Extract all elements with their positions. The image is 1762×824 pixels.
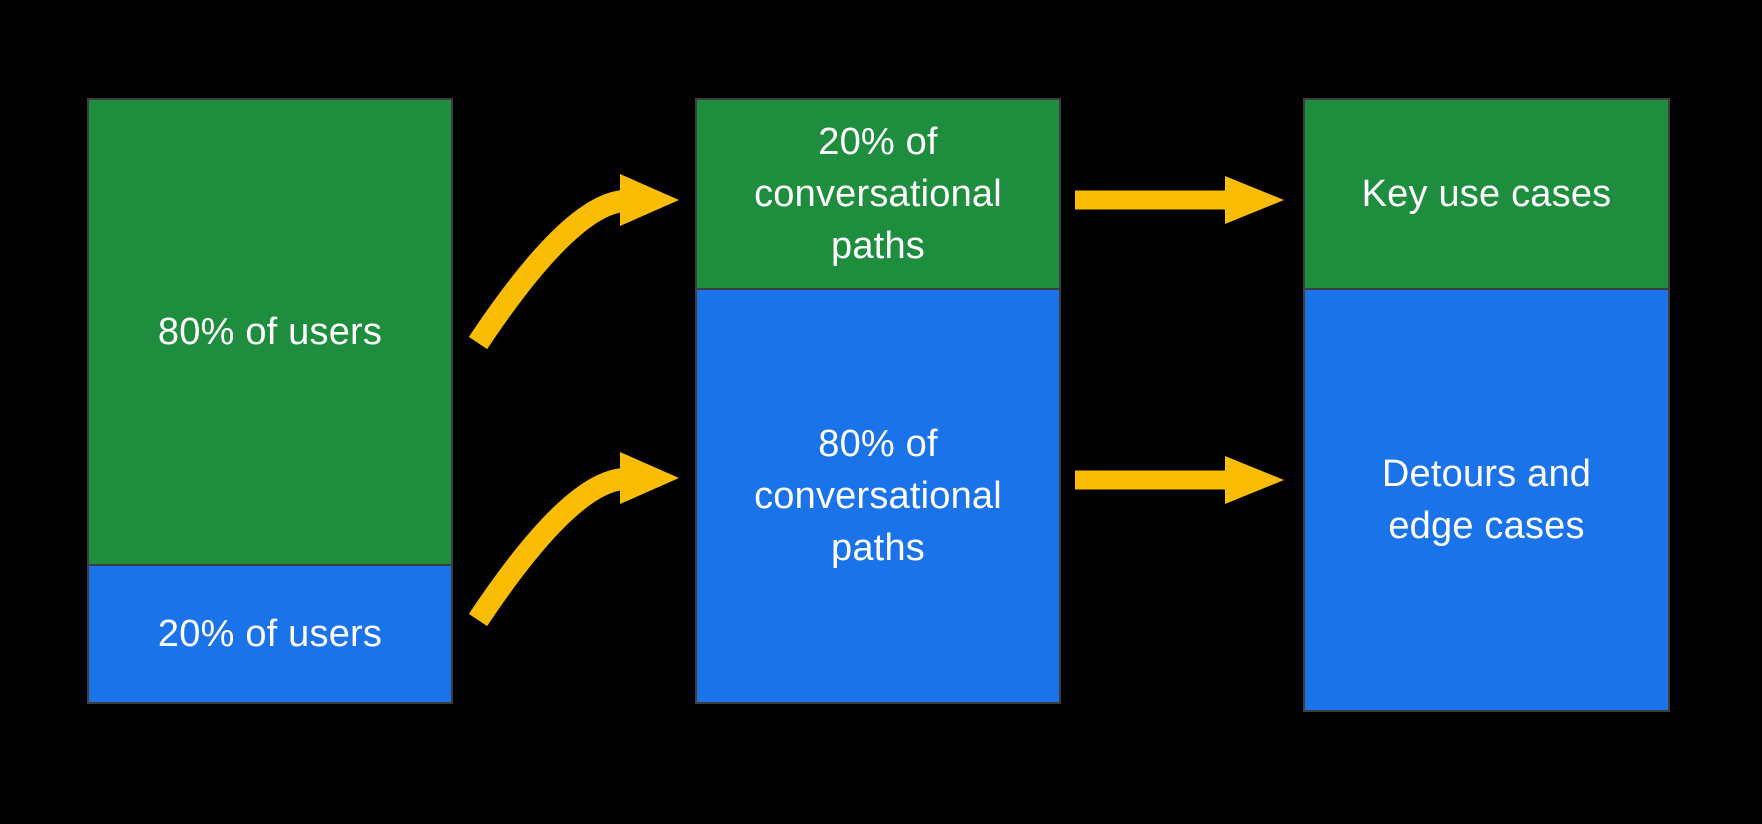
users-minority-label: 20% of users — [157, 613, 383, 655]
paths-majority-segment: 80% of conversational paths — [695, 288, 1061, 704]
detours-edge-cases-segment: Detours and edge cases — [1303, 288, 1670, 712]
key-use-cases-segment: Key use cases — [1303, 98, 1670, 290]
straight-arrow-top-icon — [1075, 176, 1284, 224]
straight-arrow-bottom-icon — [1075, 456, 1284, 504]
conversational-paths-column: 20% of conversational paths 80% of conve… — [695, 98, 1061, 704]
key-use-cases-label: Key use cases — [1361, 173, 1612, 215]
users-majority-label: 80% of users — [157, 311, 383, 353]
curved-arrow-top-icon — [468, 174, 679, 350]
paths-minority-label: 20% of conversational paths — [754, 121, 1002, 267]
users-minority-segment: 20% of users — [87, 564, 453, 704]
curved-arrow-bottom-icon — [468, 452, 679, 627]
paths-minority-segment: 20% of conversational paths — [695, 98, 1061, 290]
detours-edge-cases-label: Detours and edge cases — [1381, 453, 1592, 547]
paths-majority-label: 80% of conversational paths — [754, 423, 1002, 569]
users-majority-segment: 80% of users — [87, 98, 453, 566]
users-column: 80% of users 20% of users — [87, 98, 453, 704]
outcomes-column: Key use cases Detours and edge cases — [1303, 98, 1670, 712]
